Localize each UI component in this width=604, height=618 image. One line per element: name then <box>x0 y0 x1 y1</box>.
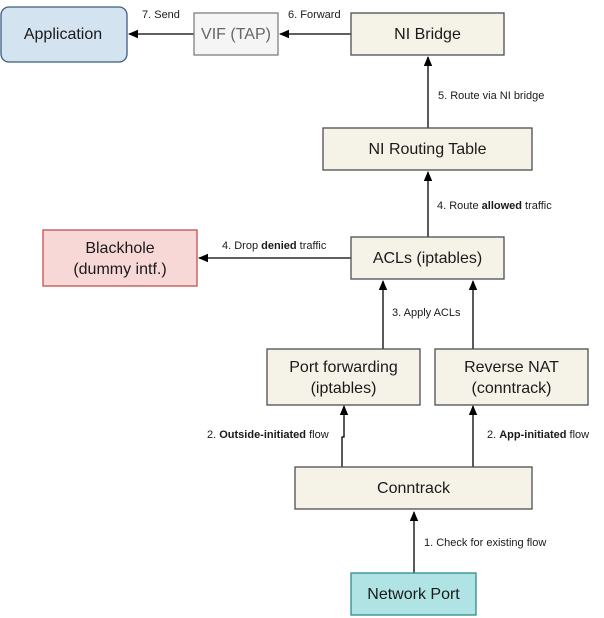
node-blackhole-label-line1: Blackhole <box>85 240 154 257</box>
node-vif-tap-label: VIF (TAP) <box>201 26 271 43</box>
edge-label-app-initiated: 2. App-initiated flow <box>487 429 589 441</box>
edge-label-apply-acls: 3. Apply ACLs <box>392 307 461 319</box>
node-port-forwarding-label-line2: (iptables) <box>311 380 377 397</box>
node-ni-bridge-label: NI Bridge <box>394 26 461 43</box>
node-network-port-label: Network Port <box>367 586 460 603</box>
edge-label-outside-post: flow <box>306 429 329 441</box>
node-reverse-nat-label-line2: (conntrack) <box>471 380 551 397</box>
node-acls-label: ACLs (iptables) <box>373 250 482 267</box>
edge-label-route-bridge: 5. Route via NI bridge <box>438 90 544 102</box>
edge-label-drop-denied-bold: denied <box>261 240 296 252</box>
edge-label-check-flow: 1. Check for existing flow <box>424 537 546 549</box>
edge-label-drop-denied-pre: 4. Drop <box>222 240 261 252</box>
edge-label-forward: 6. Forward <box>288 9 341 21</box>
edge-label-outside-pre: 2. <box>207 429 219 441</box>
node-conntrack-label: Conntrack <box>377 480 451 497</box>
edge-labels: 7. Send 6. Forward 5. Route via NI bridg… <box>142 9 589 549</box>
node-vif-tap: VIF (TAP) <box>193 12 279 56</box>
edge-label-route-allowed-post: traffic <box>522 200 552 212</box>
node-port-forwarding-label-line1: Port forwarding <box>289 359 398 376</box>
node-acls: ACLs (iptables) <box>350 236 505 280</box>
node-port-forwarding: Port forwarding (iptables) <box>266 348 421 406</box>
edge-label-route-allowed: 4. Route allowed traffic <box>437 200 552 212</box>
node-application-label: Application <box>24 26 102 43</box>
node-reverse-nat-label-line1: Reverse NAT <box>464 359 559 376</box>
nodes: Application VIF (TAP) NI Bridge NI Routi… <box>0 6 589 616</box>
node-blackhole: Blackhole (dummy intf.) <box>42 229 198 287</box>
edge-label-route-allowed-bold: allowed <box>482 200 522 212</box>
node-ni-routing-table-label: NI Routing Table <box>369 141 487 158</box>
node-blackhole-label-line2: (dummy intf.) <box>73 261 166 278</box>
node-application: Application <box>0 6 128 63</box>
edge-label-app-bold: App-initiated <box>499 429 566 441</box>
edge-conntrack-to-port-forwarding <box>339 405 349 467</box>
edge-label-send: 7. Send <box>142 9 180 21</box>
edge-label-route-allowed-pre: 4. Route <box>437 200 482 212</box>
node-ni-bridge: NI Bridge <box>350 12 505 56</box>
node-ni-routing-table: NI Routing Table <box>322 127 533 171</box>
node-conntrack: Conntrack <box>294 466 533 510</box>
edge-label-drop-denied-post: traffic <box>297 240 327 252</box>
edge-label-outside-initiated: 2. Outside-initiated flow <box>207 429 329 441</box>
edge-label-outside-bold: Outside-initiated <box>219 429 306 441</box>
edges <box>128 29 478 573</box>
node-reverse-nat: Reverse NAT (conntrack) <box>434 348 589 406</box>
edge-label-drop-denied: 4. Drop denied traffic <box>222 240 327 252</box>
edge-label-app-post: flow <box>566 429 589 441</box>
edge-label-app-pre: 2. <box>487 429 499 441</box>
node-network-port: Network Port <box>350 572 477 616</box>
